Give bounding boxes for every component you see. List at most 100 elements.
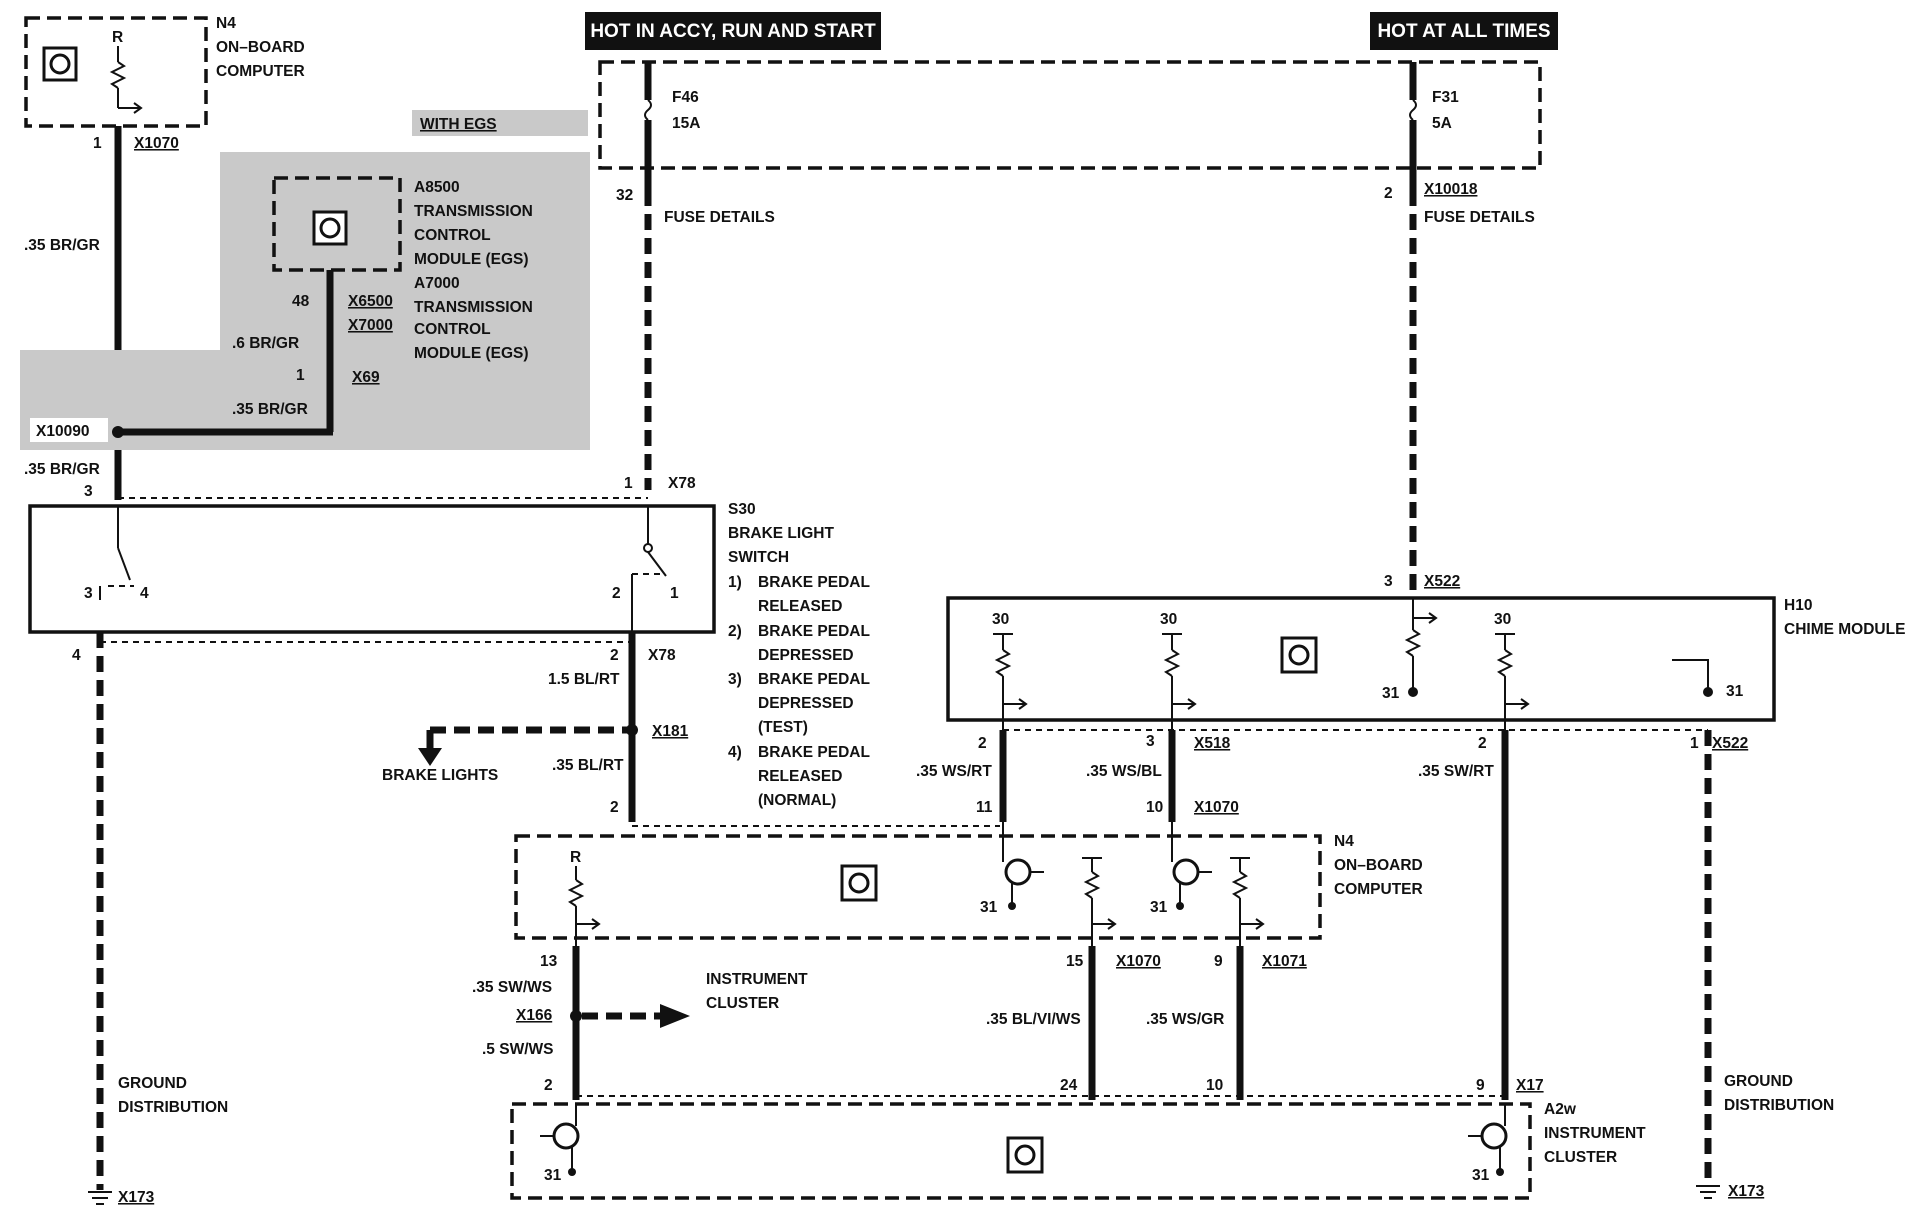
h10-chime-box [946, 596, 1776, 722]
brake-pin2: 2 [610, 799, 619, 816]
s30-x78a: X78 [668, 475, 696, 492]
egs-wire06: .6 BR/GR [232, 335, 299, 352]
hot-always-header-box [1370, 12, 1558, 50]
splice-x166 [570, 1010, 582, 1022]
lower-x1070: X1070 [1116, 953, 1161, 970]
ground-right-2: DISTRIBUTION [1724, 1097, 1834, 1114]
n4-bottom-box [514, 834, 1322, 940]
egs-wire035: .35 BR/GR [232, 401, 308, 418]
n4-bottom-line1: ON–BOARD [1334, 857, 1423, 874]
s30-notes: 1) BRAKE PEDAL RELEASED 2) BRAKE PEDAL D… [728, 574, 870, 809]
h10-p31b: 31 [1726, 683, 1744, 700]
fuse-f31-symbol [1409, 99, 1417, 121]
n4-bottom-res: R [570, 849, 581, 866]
lower-p9: 9 [1214, 953, 1223, 970]
h10-x522b: X522 [1712, 735, 1748, 752]
s30-x78c: X78 [648, 647, 676, 664]
n4-top-pin: 1 [93, 135, 102, 152]
n4-top-line1: ON–BOARD [216, 39, 305, 56]
h10-p30b: 30 [1160, 611, 1177, 628]
lower-cluster1: INSTRUMENT [706, 971, 808, 988]
lower-p9b: 9 [1476, 1077, 1485, 1094]
lower-x166: X166 [516, 1007, 553, 1024]
brake-wire035: .35 BL/RT [552, 757, 624, 774]
hot-always-header: HOT AT ALL TIMES [1377, 21, 1550, 42]
n4-top-conn: X1070 [134, 135, 179, 152]
h10-pin3: 3 [1384, 573, 1393, 590]
a2w-transistor-a [540, 1104, 580, 1176]
h10-p30a: 30 [992, 611, 1009, 628]
egs-a8500: A8500 [414, 179, 460, 196]
n4-top-id: N4 [216, 15, 236, 32]
fuse-box [598, 60, 1542, 170]
n4-resistor-d [1230, 857, 1265, 946]
egs-mod1: MODULE (EGS) [414, 251, 529, 268]
cluster-arrow [660, 1004, 690, 1028]
fuse-f46-pin: 32 [616, 187, 633, 204]
brake-wire15: 1.5 BL/RT [548, 671, 620, 688]
svg-text:2): 2) [728, 623, 742, 640]
n4-resistor-c [1082, 857, 1117, 946]
fuse-f31-conn: X10018 [1424, 181, 1478, 198]
s30-line2: SWITCH [728, 549, 789, 566]
h10-pin2a: 2 [978, 735, 987, 752]
n4-bottom-p31b: 31 [1150, 899, 1168, 916]
brake-lights-arrow [418, 748, 442, 766]
ground-right-1: GROUND [1724, 1073, 1793, 1090]
lower-blviws: .35 BL/VI/WS [986, 1011, 1081, 1028]
wire-wsbl-label: .35 WS/BL [1086, 763, 1162, 780]
s30-pin3b: 3 [84, 585, 93, 602]
wire-x1070: X1070 [1194, 799, 1239, 816]
lower-x1071: X1071 [1262, 953, 1307, 970]
h10-p31a: 31 [1382, 685, 1400, 702]
svg-text:(NORMAL): (NORMAL) [758, 792, 836, 809]
h10-p30c: 30 [1494, 611, 1511, 628]
egs-pin48: 48 [292, 293, 310, 310]
a2w-p31b: 31 [1472, 1167, 1490, 1184]
ground-left-conn: X173 [118, 1189, 155, 1206]
a2w-transistor-b [1468, 1104, 1508, 1176]
s30-pin2c: 2 [610, 647, 619, 664]
egs-x10090: X10090 [36, 423, 89, 440]
egs-x6500: X6500 [348, 293, 393, 310]
fuse-f46-rating: 15A [672, 115, 700, 132]
svg-text:RELEASED: RELEASED [758, 768, 842, 785]
fuse-f31-rating: 5A [1432, 115, 1452, 132]
lower-swws5: .5 SW/WS [482, 1041, 553, 1058]
brake-x181: X181 [652, 723, 689, 740]
fuse-f46-symbol [644, 99, 652, 121]
n4-top-res: R [112, 29, 123, 46]
splice-x181 [626, 724, 638, 736]
a2w-line1: INSTRUMENT [1544, 1125, 1646, 1142]
wire-wsrt-label: .35 WS/RT [916, 763, 992, 780]
fuse-f46-note: FUSE DETAILS [664, 209, 775, 226]
svg-text:RELEASED: RELEASED [758, 598, 842, 615]
fuse-f46-name: F46 [672, 89, 699, 106]
s30-pin2b: 2 [612, 585, 621, 602]
egs-x10090-bg [30, 418, 108, 442]
ground-left-icon [88, 1191, 112, 1205]
lower-x17: X17 [1516, 1077, 1544, 1094]
svg-text:BRAKE PEDAL: BRAKE PEDAL [758, 744, 870, 761]
with-egs-tag-bg [412, 110, 588, 136]
h10-pin3b: 3 [1146, 733, 1155, 750]
svg-text:BRAKE PEDAL: BRAKE PEDAL [758, 671, 870, 688]
n4-bottom-module-icon [840, 864, 878, 902]
egs-tcm2: TRANSMISSION [414, 299, 533, 316]
lower-p24: 24 [1060, 1077, 1078, 1094]
s30-switch-box [28, 504, 716, 634]
s30-pin1a: 1 [624, 475, 633, 492]
n4-top-module-icon [42, 46, 78, 82]
a2w-line2: CLUSTER [1544, 1149, 1617, 1166]
fuse-f31-note: FUSE DETAILS [1424, 209, 1535, 226]
ground-left-1: GROUND [118, 1075, 187, 1092]
left-wire-label-2: .35 BR/GR [24, 461, 100, 478]
n4-top-line2: COMPUTER [216, 63, 305, 80]
h10-module-icon [1280, 636, 1318, 674]
lower-p15: 15 [1066, 953, 1084, 970]
wire-p11: 11 [976, 799, 993, 816]
ground-right-conn: X173 [1728, 1183, 1765, 1200]
egs-mod2: MODULE (EGS) [414, 345, 529, 362]
svg-text:4): 4) [728, 744, 742, 761]
